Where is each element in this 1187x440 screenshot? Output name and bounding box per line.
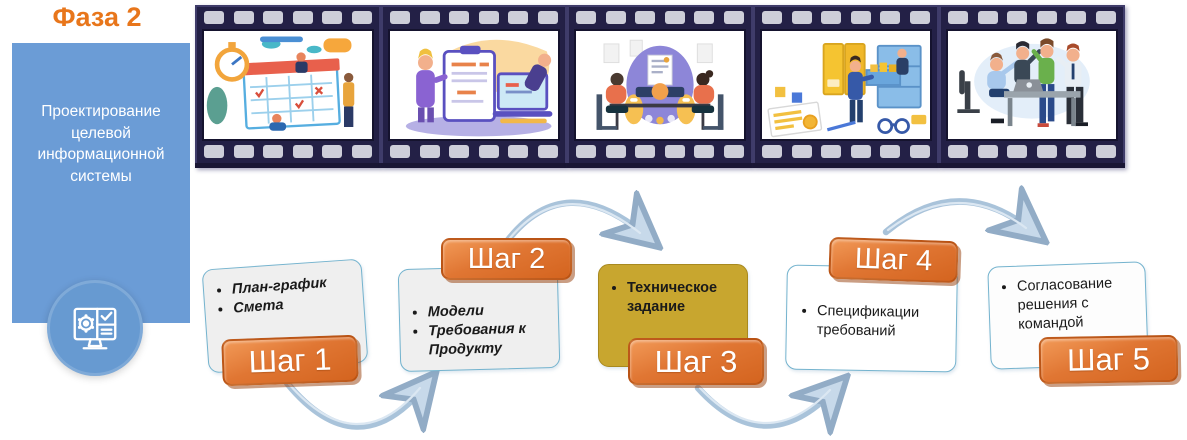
sprocket-holes: [948, 11, 1116, 24]
step-4-items: Спецификации требований: [797, 302, 953, 342]
frame-screen: [760, 29, 932, 141]
meeting-handshake-agreement-illustration: [596, 39, 724, 130]
arrow-step2-step3: [504, 203, 645, 240]
folders-archive-cabinet-illustration: [767, 42, 927, 138]
film-frame-4: [753, 5, 939, 168]
frame-screen: [946, 29, 1118, 141]
step-5-items: Согласование решения с командой: [997, 273, 1143, 335]
filmstrip: [195, 5, 1125, 168]
frame-screen: [388, 29, 560, 141]
sprocket-holes: [762, 145, 930, 158]
arrow-step4-step5-highlight: [886, 201, 1028, 232]
step-4-badge: Шаг 4: [828, 236, 959, 284]
phase-title: Фаза 2: [52, 2, 142, 32]
monitor-gear-checklist-icon: [73, 307, 117, 350]
sprocket-holes: [762, 11, 930, 24]
sprocket-holes: [204, 11, 372, 24]
sprocket-holes: [576, 145, 744, 158]
sprocket-holes: [204, 145, 372, 158]
step-3-items: Техническое задание: [607, 279, 743, 317]
phase-description-box: Проектирование целевой информационной си…: [12, 43, 190, 323]
step-5-badge: Шаг 5: [1038, 334, 1179, 385]
arrow-step3-step4: [694, 388, 834, 426]
team-highfive-collaboration-illustration: [957, 38, 1090, 127]
step-2-items: Модели Требования к Продукту: [408, 300, 553, 360]
clipboard-laptop-documents-illustration: [405, 39, 553, 137]
film-frame-1: [195, 5, 381, 168]
step-1-items: План-график Смета: [211, 272, 357, 320]
list-item: Спецификации требований: [817, 302, 953, 342]
phase-icon-circle: [47, 280, 143, 376]
arrow-step4-step5: [882, 201, 1031, 232]
sprocket-holes: [948, 145, 1116, 158]
step-2-card: Модели Требования к Продукту: [397, 264, 561, 373]
list-item: Техническое задание: [627, 279, 743, 317]
film-frame-5: [939, 5, 1125, 168]
film-frame-2: [381, 5, 567, 168]
list-item: Согласование решения с командой: [1017, 273, 1143, 334]
arrow-step2-step3-highlight: [508, 203, 642, 240]
calendar-schedule-planning-illustration: [206, 36, 355, 131]
list-item: Требования к Продукту: [428, 319, 553, 360]
arrow-step1-step2: [283, 383, 424, 427]
film-frame-3: [567, 5, 753, 168]
frame-screen: [202, 29, 374, 141]
arrow-step1-step2-highlight: [287, 382, 422, 426]
phase-description: Проектирование целевой информационной си…: [37, 103, 165, 186]
step-1-badge: Шаг 1: [221, 334, 359, 387]
step-2-badge: Шаг 2: [441, 238, 572, 280]
step-3-badge: Шаг 3: [628, 338, 764, 385]
sprocket-holes: [390, 145, 558, 158]
sprocket-holes: [576, 11, 744, 24]
arrow-step3-step4-highlight: [698, 386, 832, 424]
frame-screen: [574, 29, 746, 141]
sprocket-holes: [390, 11, 558, 24]
